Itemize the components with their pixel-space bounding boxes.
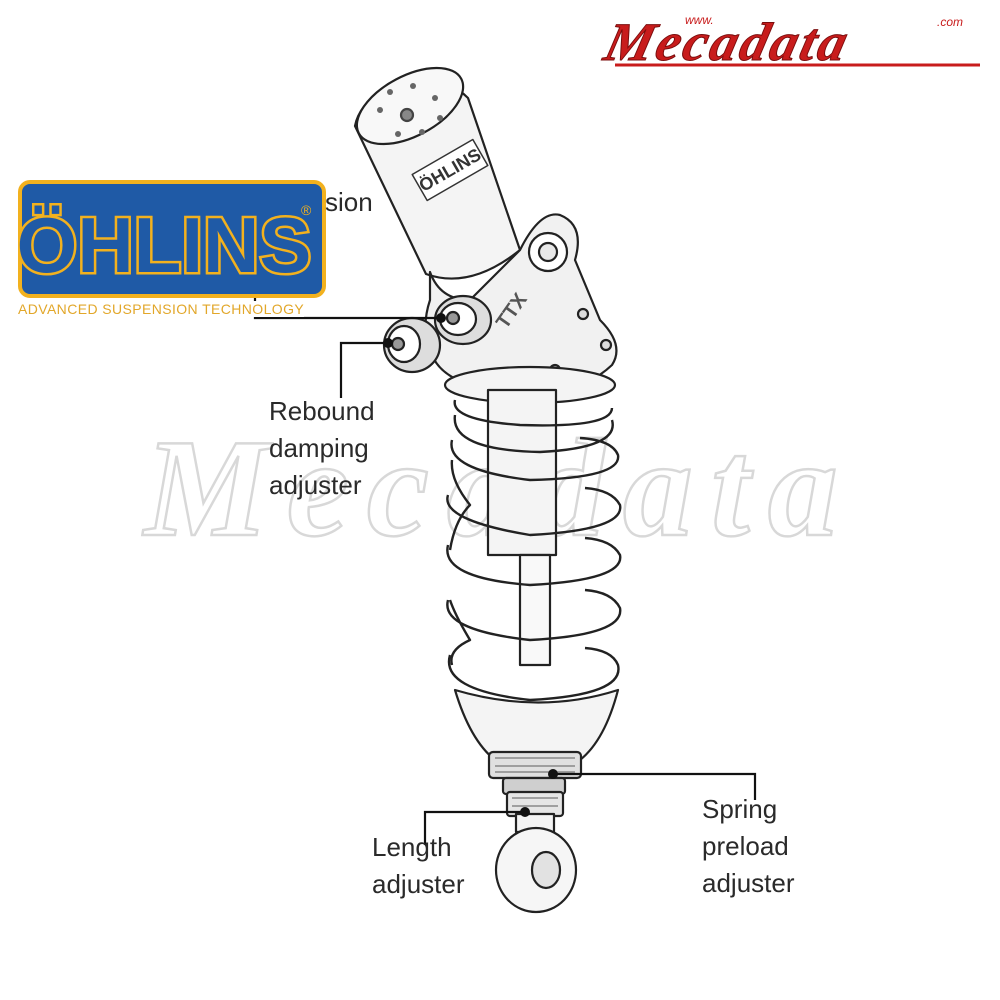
mecadata-logo-text: Mecadata [598, 12, 857, 70]
label-line: adjuster [702, 868, 795, 898]
label-line: damping [269, 433, 369, 463]
piston-rod [518, 553, 552, 667]
leader-dot-rebound [383, 338, 393, 348]
mecadata-logo: Mecadata www. .com [598, 11, 980, 70]
label-line: preload [702, 831, 789, 861]
label-line: Length [372, 832, 452, 862]
leader-dot-spring [548, 769, 558, 779]
leader-dot-length [520, 807, 530, 817]
mecadata-logo-prefix: www. [685, 13, 714, 27]
label-line: adjuster [269, 470, 362, 500]
ohlins-wordmark: ÖHLINS [18, 201, 311, 289]
lower-spring-seat [453, 688, 620, 762]
spring-preload-label: Spring preload adjuster [702, 791, 795, 902]
length-adjuster-label: Length adjuster [372, 829, 465, 903]
compression-label-partial: sion [325, 184, 373, 221]
label-line: Rebound [269, 396, 375, 426]
rebound-damping-label: Rebound damping adjuster [269, 393, 375, 504]
label-line: Spring [702, 794, 778, 824]
lower-mount-eye [494, 826, 578, 914]
ohlins-logo: ÖHLINS ® [18, 180, 326, 298]
reservoir-canister: ÖHLINS [353, 66, 522, 280]
leader-spring [556, 772, 757, 800]
damper-body [486, 388, 558, 557]
ohlins-registered-mark: ® [301, 202, 312, 218]
coil-spring [446, 399, 622, 702]
label-line: adjuster [372, 869, 465, 899]
compression-label-text: sion [325, 187, 373, 217]
leader-dot-compression [436, 313, 446, 323]
leader-rebound [339, 341, 390, 398]
compression-adjuster-knob [433, 294, 493, 346]
ohlins-tagline: ADVANCED SUSPENSION TECHNOLOGY [18, 301, 305, 317]
leader-length [423, 810, 522, 845]
mecadata-logo-suffix: .com [937, 15, 963, 29]
